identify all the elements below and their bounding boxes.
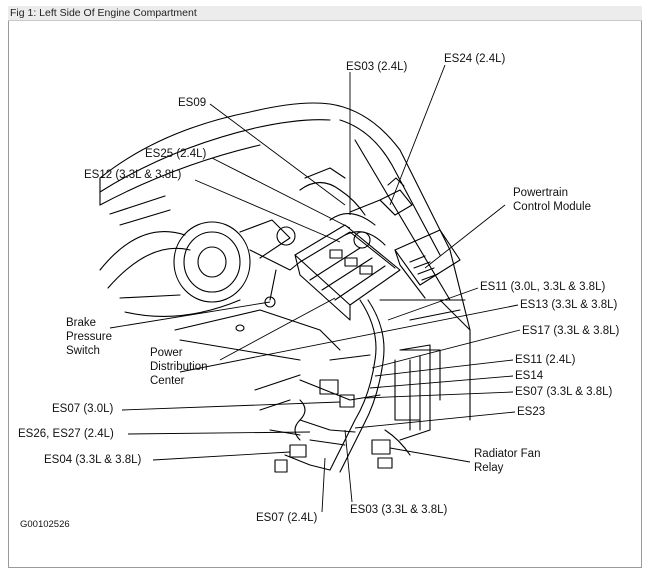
label-es13-3-3l-3-8l: ES13 (3.3L & 3.8L) bbox=[520, 299, 618, 311]
power-distribution-center bbox=[294, 224, 401, 321]
label-relay: Relay bbox=[474, 462, 504, 474]
leader-powertrain-control-module bbox=[424, 204, 506, 269]
upper-harness bbox=[299, 167, 396, 249]
figure-title-bar: Fig 1: Left Side Of Engine Compartment bbox=[8, 6, 642, 21]
label-es11-3-0l-3-3l-3-8l: ES11 (3.0L, 3.3L & 3.8L) bbox=[480, 281, 606, 293]
leader-es25-2-4l bbox=[211, 157, 351, 229]
label-control-module: Control Module bbox=[513, 201, 591, 213]
label-es07-3-0l: ES07 (3.0L) bbox=[52, 403, 114, 415]
leader-brake-pressure-switch bbox=[109, 301, 271, 329]
leader-es17-3-3l-3-8l bbox=[371, 329, 521, 369]
label-powertrain: Powertrain bbox=[513, 187, 568, 199]
label-es23: ES23 bbox=[517, 406, 546, 418]
label-es03-3-3l-3-8l: ES03 (3.3L & 3.8L) bbox=[350, 504, 448, 516]
label-pressure: Pressure bbox=[66, 331, 113, 343]
label-es25-2-4l: ES25 (2.4L) bbox=[145, 148, 207, 160]
label-es14: ES14 bbox=[515, 370, 544, 382]
label-power: Power bbox=[150, 347, 183, 359]
brake-booster bbox=[173, 219, 301, 308]
label-es24-2-4l: ES24 (2.4L) bbox=[444, 53, 506, 65]
leader-es24-2-4l bbox=[389, 64, 446, 206]
label-radiator-fan: Radiator Fan bbox=[474, 448, 541, 460]
label-es07-2-4l: ES07 (2.4L) bbox=[256, 512, 318, 524]
label-switch: Switch bbox=[66, 345, 100, 357]
label-center: Center bbox=[150, 375, 185, 387]
label-es07-3-3l-3-8l: ES07 (3.3L & 3.8L) bbox=[515, 386, 613, 398]
leader-es26-es27-2-4l bbox=[127, 431, 311, 435]
leader-es09 bbox=[209, 103, 346, 206]
fender-outline bbox=[99, 102, 471, 421]
inner-fender-lines bbox=[99, 231, 341, 361]
leader-es13-3-3l-3-8l bbox=[179, 304, 519, 373]
radiator-area bbox=[254, 344, 431, 441]
leader-es11-2-4l bbox=[374, 359, 514, 377]
powertrain-control-module bbox=[379, 177, 461, 299]
leader-es07-2-4l bbox=[321, 457, 326, 513]
leader-es11-3-0l bbox=[387, 287, 479, 321]
label-distribution: Distribution bbox=[150, 361, 208, 373]
leader-es07-3-3l-3-8l bbox=[364, 391, 514, 399]
figure-frame bbox=[8, 6, 642, 568]
label-es11-2-4l: ES11 (2.4L) bbox=[515, 354, 576, 366]
leader-radiator-fan-relay bbox=[389, 447, 471, 463]
label-brake: Brake bbox=[66, 317, 97, 329]
leader-es14 bbox=[369, 375, 514, 389]
label-es04-3-3l-3-8l: ES04 (3.3L & 3.8L) bbox=[44, 454, 142, 466]
label-es03-2-4l: ES03 (2.4L) bbox=[346, 61, 408, 73]
leader-es12-3-3l-3-8l bbox=[194, 179, 341, 243]
label-es12-3-3l-3-8l: ES12 (3.3L & 3.8L) bbox=[84, 169, 182, 181]
figure-code: G00102526 bbox=[20, 519, 70, 530]
leader-es07-3-0l bbox=[121, 401, 341, 411]
leader-power-distribution-center bbox=[219, 297, 336, 361]
leader-es04-3-3l-3-8l bbox=[152, 451, 291, 461]
label-es26-es27-2-4l: ES26, ES27 (2.4L) bbox=[18, 428, 114, 440]
label-es09: ES09 bbox=[178, 97, 207, 109]
figure-title: Fig 1: Left Side Of Engine Compartment bbox=[10, 7, 197, 19]
leader-es23 bbox=[354, 411, 516, 429]
leader-es03-3-3l-3-8l bbox=[344, 429, 353, 503]
label-es17-3-3l-3-8l: ES17 (3.3L & 3.8L) bbox=[522, 325, 620, 337]
